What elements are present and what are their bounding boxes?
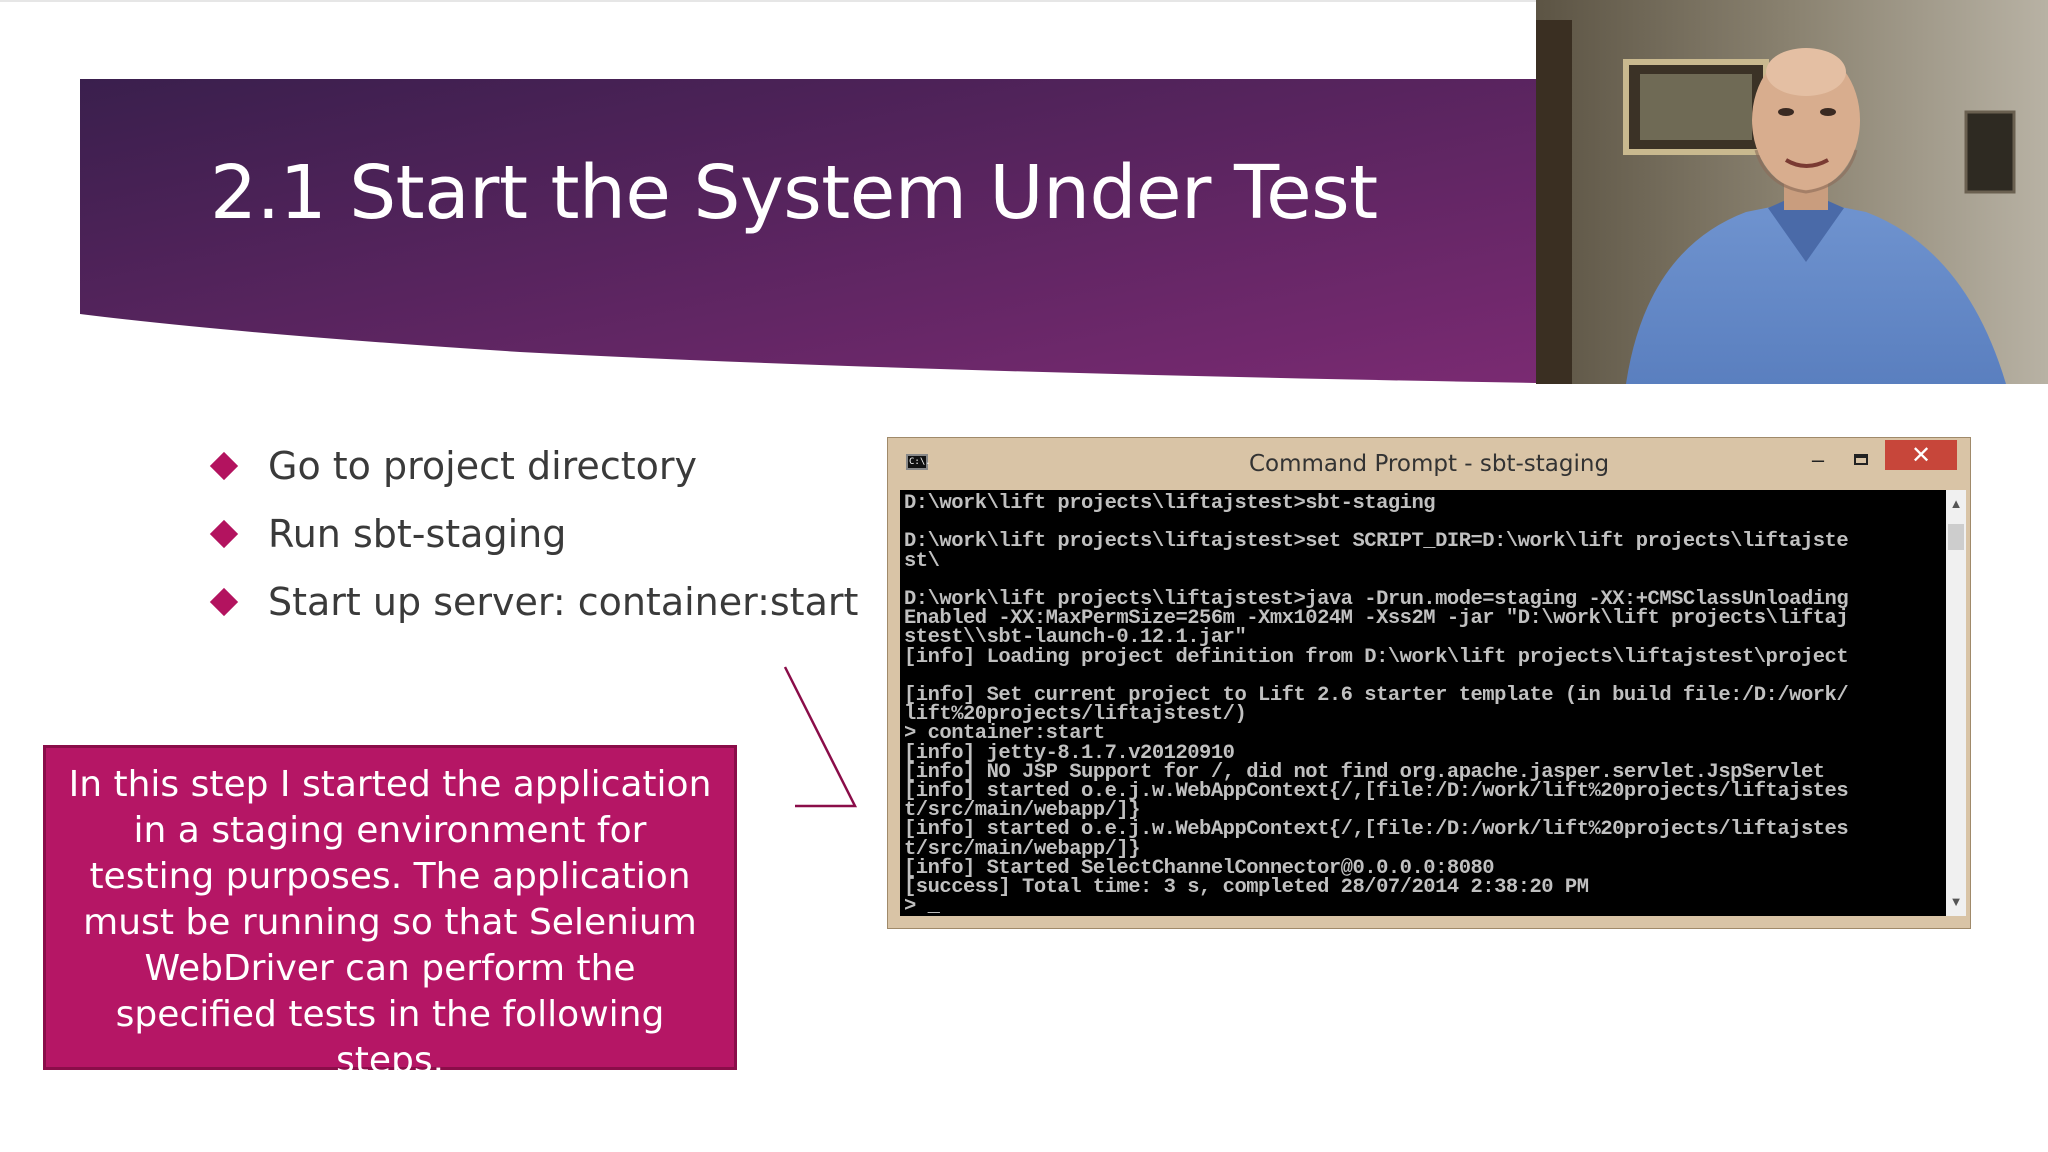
close-button[interactable]: ✕ xyxy=(1885,440,1957,470)
minimize-button[interactable]: – xyxy=(1811,447,1825,472)
vertical-scrollbar[interactable]: ▲ ▼ xyxy=(1946,490,1966,916)
bullet-item: Run sbt-staging xyxy=(209,500,858,568)
console-output[interactable]: D:\work\lift projects\liftajstest>sbt-st… xyxy=(900,490,1946,916)
callout-box: In this step I started the application i… xyxy=(43,745,737,1081)
maximize-button[interactable] xyxy=(1843,448,1879,476)
maximize-icon xyxy=(1854,454,1868,465)
slide-title: 2.1 Start the System Under Test xyxy=(210,150,1378,236)
top-border xyxy=(0,0,2048,2)
bullet-list: Go to project directory Run sbt-staging … xyxy=(209,432,859,636)
bullet-text: Go to project directory xyxy=(268,444,697,488)
bullet-item: Go to project directory xyxy=(209,432,858,500)
window-title: Command Prompt - sbt-staging xyxy=(1248,451,1610,477)
diamond-bullet-icon xyxy=(209,451,239,481)
console-app-icon: C:\. xyxy=(906,454,931,470)
command-prompt-window[interactable]: C:\. Command Prompt - sbt-staging – ✕ D:… xyxy=(887,437,1971,929)
scroll-down-arrow-icon[interactable]: ▼ xyxy=(1949,894,1963,909)
bullet-text: Start up server: container:start xyxy=(268,580,859,624)
diamond-bullet-icon xyxy=(209,519,239,549)
diamond-bullet-icon xyxy=(209,587,239,617)
webcam-video-feed xyxy=(1536,0,2048,384)
console-text: D:\work\lift projects\liftajstest>sbt-st… xyxy=(904,492,1849,916)
bullet-item: Start up server: container:start xyxy=(209,568,859,636)
bullet-text: Run sbt-staging xyxy=(268,512,567,556)
webcam-presenter-image xyxy=(1536,0,2048,384)
scroll-up-arrow-icon[interactable]: ▲ xyxy=(1949,496,1963,511)
window-titlebar[interactable]: C:\. Command Prompt - sbt-staging – ✕ xyxy=(888,438,1970,490)
scroll-thumb[interactable] xyxy=(1948,524,1964,550)
